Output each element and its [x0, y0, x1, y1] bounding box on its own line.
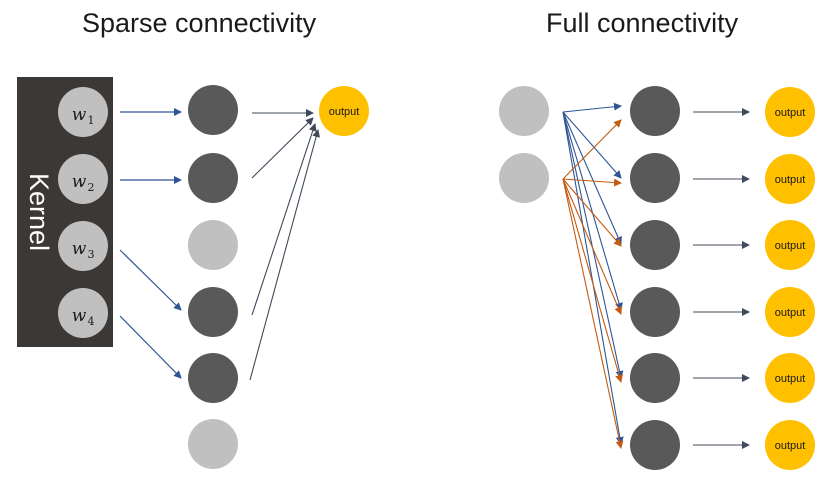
output-label: output	[775, 107, 806, 119]
hidden-node-inactive	[188, 220, 238, 270]
full-arrow-orange	[562, 178, 622, 315]
weight-node-3: w 3	[58, 221, 108, 271]
output-label: output	[775, 174, 806, 186]
weight-node-2: w 2	[58, 154, 108, 204]
output-label: output	[775, 240, 806, 252]
full-hidden-node	[630, 86, 680, 136]
weight-label: w	[72, 172, 87, 192]
weight-arrow	[119, 315, 182, 379]
full-output-node: output	[765, 353, 815, 403]
sparse-output-node: output	[319, 86, 369, 136]
weight-node-1: w 1	[58, 87, 108, 137]
weight-label: w	[72, 306, 87, 326]
full-output-node: output	[765, 87, 815, 137]
hidden-node-active	[188, 287, 238, 337]
output-label: output	[775, 373, 806, 385]
full-arrow-orange	[562, 178, 622, 247]
full-hidden-node	[630, 287, 680, 337]
full-input-node-1	[499, 86, 549, 136]
full-arrow-blue	[562, 111, 624, 445]
output-label: output	[775, 440, 806, 452]
kernel-label: Kernel	[24, 173, 54, 251]
hidden-node-active	[188, 353, 238, 403]
full-output-node: output	[765, 154, 815, 204]
full-output-node: output	[765, 420, 815, 470]
full-output-node: output	[765, 220, 815, 270]
full-hidden-node	[630, 153, 680, 203]
output-label: output	[775, 307, 806, 319]
full-input-node-2	[499, 153, 549, 203]
weight-subscript: 1	[88, 114, 95, 127]
weight-node-4: w 4	[58, 288, 108, 338]
full-connectivity-title: Full connectivity	[546, 8, 739, 38]
converging-arrow	[249, 129, 321, 381]
weight-subscript: 4	[88, 315, 95, 328]
hidden-node-inactive	[188, 419, 238, 469]
weight-subscript: 3	[88, 248, 95, 261]
full-hidden-node	[630, 220, 680, 270]
hidden-node-active	[188, 85, 238, 135]
full-arrow-orange	[562, 178, 623, 383]
full-arrow-orange	[562, 119, 622, 180]
full-arrow-blue	[562, 111, 623, 311]
full-arrow-blue	[562, 111, 622, 179]
full-hidden-node	[630, 353, 680, 403]
weight-label: w	[72, 239, 87, 259]
full-arrow-orange	[562, 178, 622, 187]
full-arrow-blue	[562, 111, 622, 245]
full-hidden-node	[630, 420, 680, 470]
full-arrow-blue	[562, 102, 622, 113]
converging-arrow	[251, 117, 314, 179]
converging-arrow	[251, 123, 317, 316]
sparse-connectivity-title: Sparse connectivity	[82, 8, 317, 38]
weight-subscript: 2	[88, 181, 95, 194]
full-arrow-blue	[562, 111, 624, 379]
weight-label: w	[72, 105, 87, 125]
weight-arrow	[119, 249, 182, 311]
hidden-node-active	[188, 153, 238, 203]
full-output-node: output	[765, 287, 815, 337]
output-label: output	[329, 106, 360, 118]
full-arrow-orange	[562, 178, 624, 449]
